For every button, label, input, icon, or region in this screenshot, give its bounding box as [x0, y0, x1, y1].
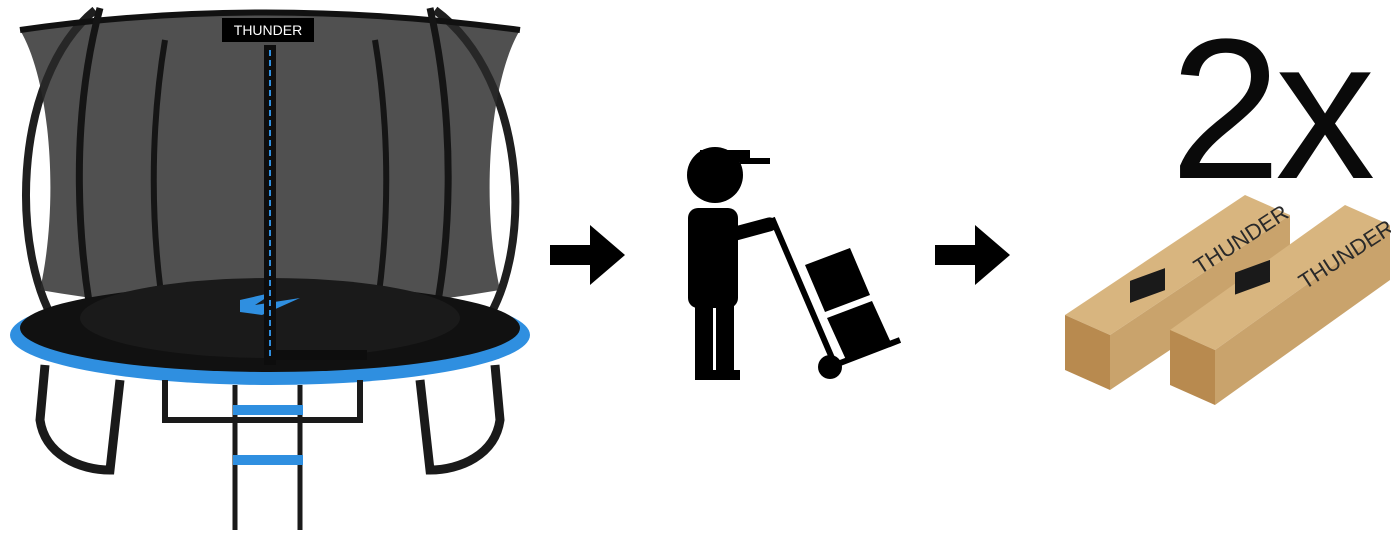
arrow-right-icon — [930, 225, 1015, 285]
courier-with-cart-icon — [670, 140, 910, 390]
trampoline-illustration: THUNDER — [0, 0, 545, 537]
quantity-label: 2x — [1170, 0, 1375, 221]
shipping-box: THUNDER — [1170, 205, 1391, 405]
arrow-right-icon — [545, 225, 630, 285]
brand-logo-text: THUNDER — [234, 22, 302, 38]
shipping-boxes: THUNDER THUNDER — [1050, 170, 1391, 430]
